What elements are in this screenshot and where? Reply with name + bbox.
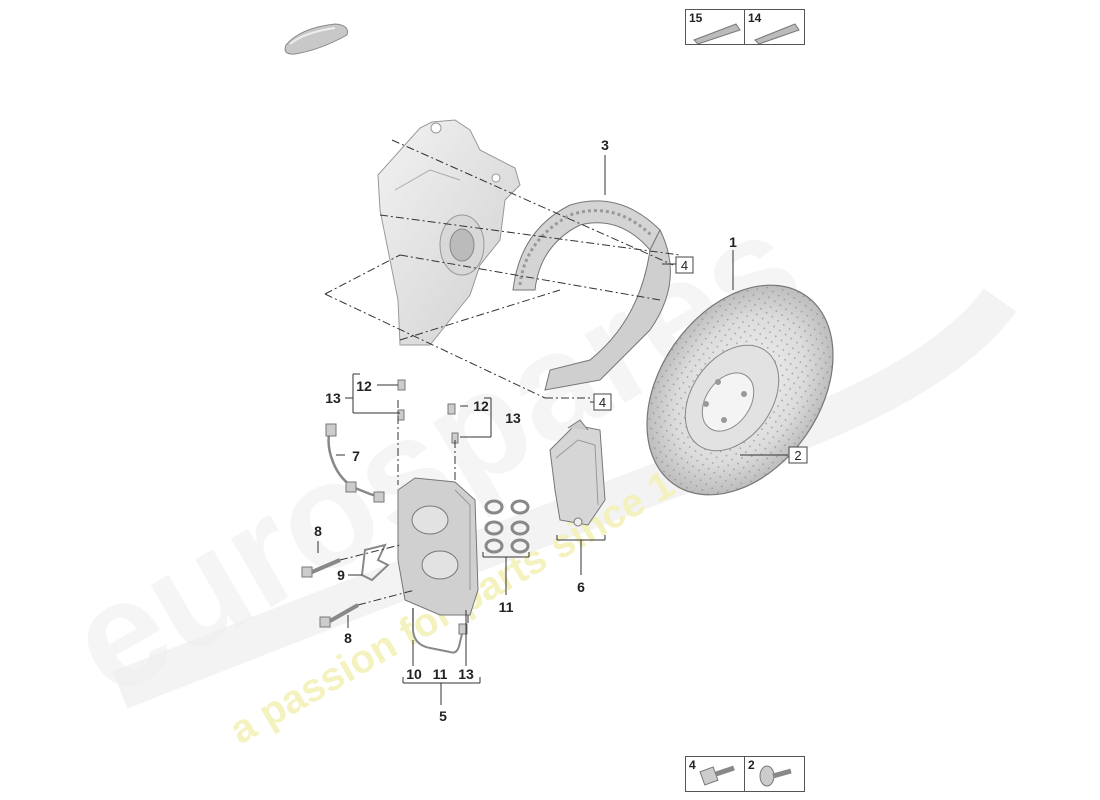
legend-bottom: 4 2: [685, 756, 805, 792]
wheel-carrier-image: [377, 119, 521, 346]
callout-11-bottom: 11: [433, 666, 448, 682]
callout-13-left: 13: [325, 390, 341, 406]
bolt-icon: [699, 765, 735, 786]
brake-pads-image: [549, 419, 606, 527]
callout-8-lower: 8: [344, 630, 352, 646]
strip-icon: [754, 23, 800, 44]
legend-top-right-num: 14: [748, 11, 762, 25]
wedge-part-image: [284, 23, 348, 55]
legend-bottom-left-cell: 4: [686, 757, 745, 791]
brake-disc-image: [646, 284, 834, 496]
callout-4-upper: 4: [681, 258, 688, 273]
callout-12-left: 12: [356, 378, 372, 394]
callout-box-2: 2: [788, 446, 808, 464]
legend-bottom-right-cell: 2: [745, 757, 804, 791]
caliper-bolt-lower-image: [319, 603, 359, 628]
callout-13-bottom: 13: [458, 666, 474, 682]
callout-6: 6: [577, 579, 585, 595]
strip-icon: [693, 23, 741, 44]
dust-shield-image: [512, 200, 671, 391]
callout-4-lower: 4: [599, 395, 606, 410]
callout-5: 5: [439, 708, 447, 724]
callout-12-right: 12: [473, 398, 489, 414]
brake-caliper-image: [397, 477, 479, 616]
legend-bottom-left-num: 4: [689, 758, 696, 772]
callout-9: 9: [337, 567, 345, 583]
seal-rings-image: [484, 499, 530, 554]
callout-1: 1: [729, 234, 737, 250]
callout-13-right: 13: [505, 410, 521, 426]
legend-top-left-cell: 15: [686, 10, 745, 44]
legend-top-left-num: 15: [689, 11, 703, 25]
callout-box-4-upper: 4: [675, 256, 694, 274]
wear-sensor-image: [325, 423, 385, 503]
callout-2: 2: [794, 448, 801, 463]
assembly-lines: [324, 139, 681, 625]
callout-11: 11: [499, 599, 514, 615]
callout-3: 3: [601, 137, 609, 153]
caliper-bolt-upper-image: [301, 558, 341, 578]
callout-10: 10: [406, 666, 422, 682]
callout-7: 7: [352, 448, 360, 464]
callout-box-4-lower: 4: [593, 393, 612, 411]
callout-8-upper: 8: [314, 523, 322, 539]
legend-top-right-cell: 14: [745, 10, 804, 44]
brake-line-image: [412, 608, 468, 654]
legend-top: 15 14: [685, 9, 805, 45]
legend-bottom-right-num: 2: [748, 758, 755, 772]
screw-icon: [759, 765, 792, 787]
leader-lines: [317, 155, 788, 705]
